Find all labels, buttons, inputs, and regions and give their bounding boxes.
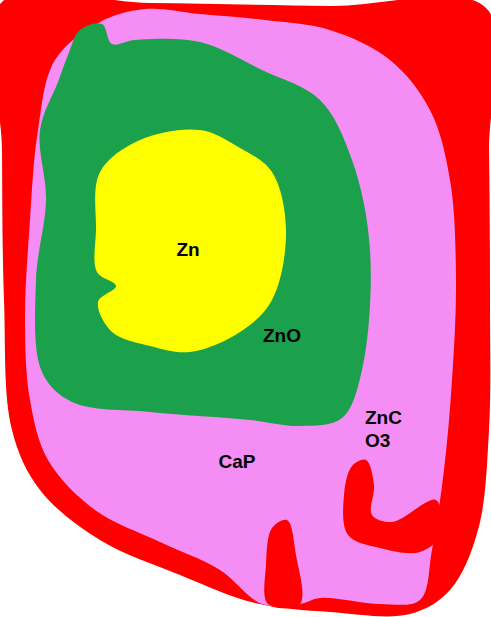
carbonate-intrusion [343,460,442,554]
region-label: CaP [219,451,256,474]
region-label: Zn [176,239,199,262]
zinc-core: Zn [88,122,294,358]
carbonate-intrusion [264,520,302,609]
region-fill [35,23,371,426]
region-label: ZnO [263,325,301,348]
zinc-oxide-layer: ZnZnO [30,18,378,432]
calcium-phosphate-layer: ZnZnO CaP [18,4,468,610]
region-fill [94,129,286,352]
region-fill [25,9,456,607]
region-label: ZnC O3 [365,407,407,453]
